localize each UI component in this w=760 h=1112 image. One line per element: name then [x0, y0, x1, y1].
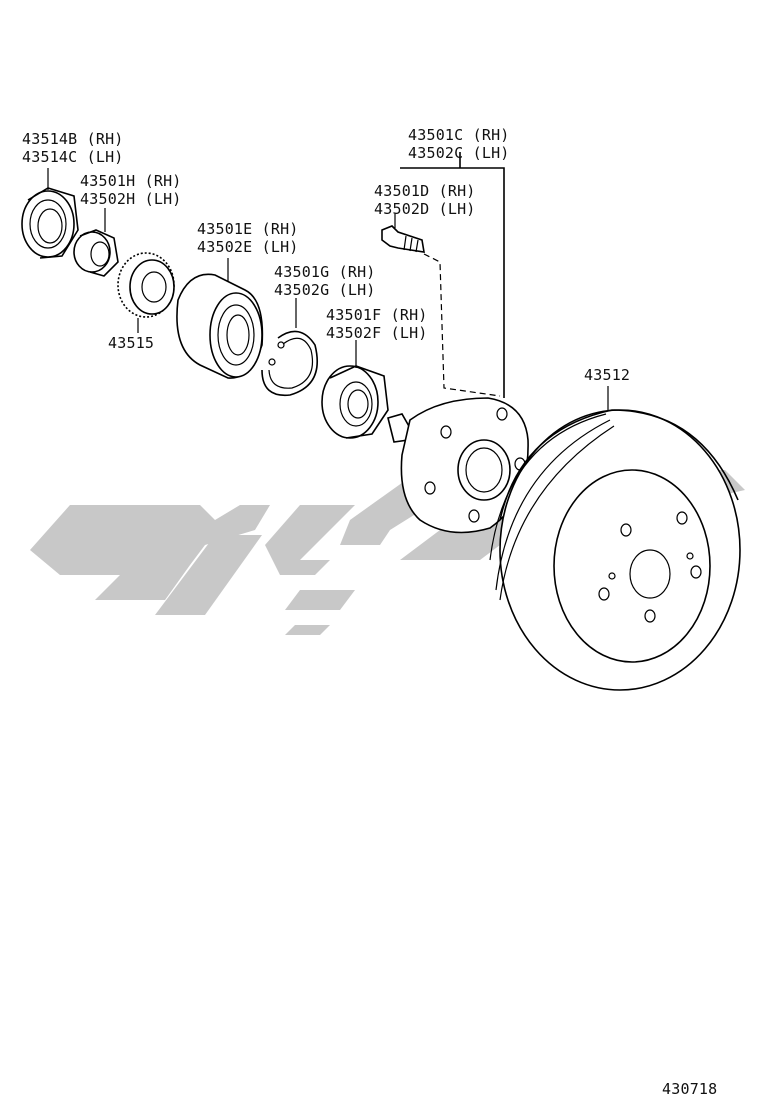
- label-43501g-rh: 43501G (RH): [274, 263, 376, 281]
- label-43501g-lh: 43502G (LH): [274, 281, 376, 299]
- label-43515: 43515: [108, 334, 154, 352]
- label-43512-text: 43512: [584, 366, 631, 384]
- hub-bearing-icon: [176, 258, 264, 379]
- label-43514-lh: 43514C (LH): [22, 148, 124, 166]
- label-43501f-rh: 43501F (RH): [326, 306, 428, 324]
- figure-code-text: 430718: [662, 1080, 718, 1098]
- seal-cap-icon: [21, 168, 79, 259]
- label-43501h-rh: 43501H (RH): [80, 172, 182, 190]
- label-43512: 43512: [584, 366, 630, 384]
- label-43501d-rh: 43501D (RH): [374, 182, 476, 200]
- label-43501g: 43501G (RH) 43502G (LH): [274, 263, 376, 299]
- label-43501e-lh: 43502E (LH): [197, 238, 299, 256]
- snap-ring-icon: [261, 298, 319, 397]
- label-43501d: 43501D (RH) 43502D (LH): [374, 182, 476, 218]
- label-43501f: 43501F (RH) 43502F (LH): [326, 306, 428, 342]
- label-43501h: 43501H (RH) 43502H (LH): [80, 172, 182, 208]
- small-bearing-icon: [73, 208, 119, 277]
- sensor-rotor-icon: [117, 252, 175, 333]
- label-43515-text: 43515: [108, 334, 155, 352]
- figure-code: 430718: [662, 1080, 717, 1098]
- label-43501f-lh: 43502F (LH): [326, 324, 428, 342]
- label-43514-rh: 43514B (RH): [22, 130, 124, 148]
- label-43501c: 43501C (RH) 43502C (LH): [408, 126, 510, 162]
- label-43501c-rh: 43501C (RH): [408, 126, 510, 144]
- label-43501c-lh: 43502C (LH): [408, 144, 510, 162]
- label-43501h-lh: 43502H (LH): [80, 190, 182, 208]
- label-43501e-rh: 43501E (RH): [197, 220, 299, 238]
- hub-bolt-icon: [381, 214, 501, 397]
- label-43501d-lh: 43502D (LH): [374, 200, 476, 218]
- dust-seal-icon: [321, 340, 389, 439]
- label-43501e: 43501E (RH) 43502E (LH): [197, 220, 299, 256]
- brake-disc-icon: [489, 386, 741, 691]
- axle-hub-icon: [387, 152, 529, 534]
- label-43514: 43514B (RH) 43514C (LH): [22, 130, 124, 166]
